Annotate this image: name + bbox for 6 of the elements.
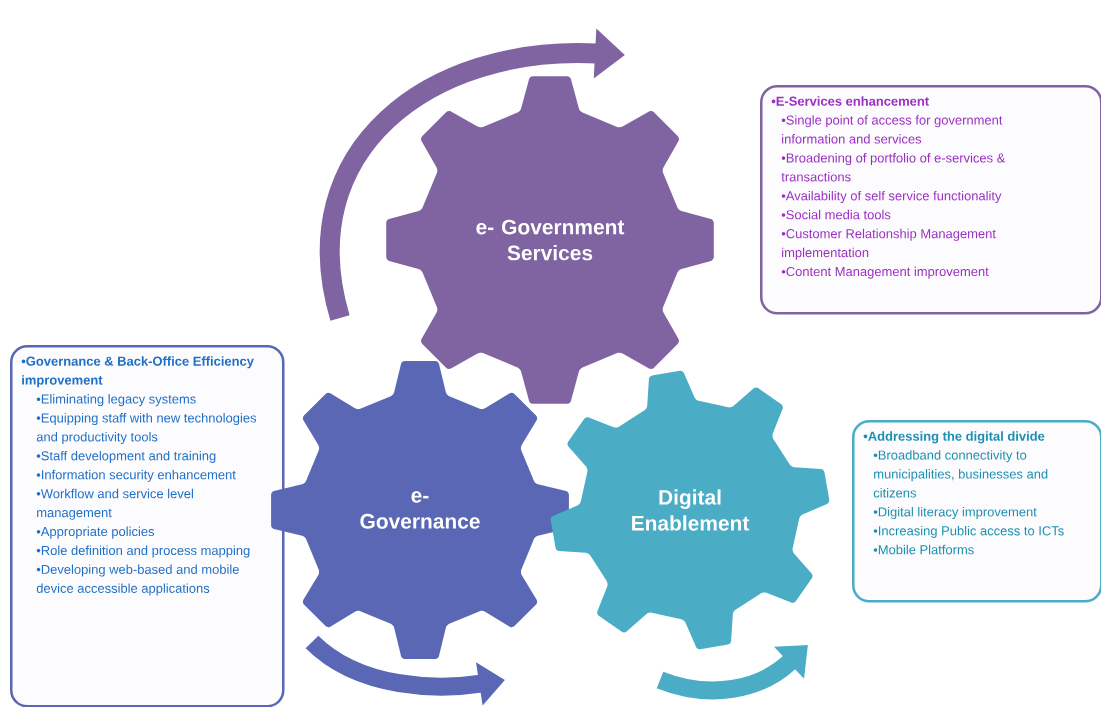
text-box: •E-Services enhancement •Single point of access for government information and services •Broadening of portfolio of e-services & transactions •Availability of self service functionality •Social media tools •Customer Relationship Management implementation •Content Management improvement [760, 85, 1101, 315]
gear: Digital Enablement [550, 370, 830, 650]
text-box: •Addressing the digital divide •Broadband connectivity to municipalities, businesses and citizens •Digital literacy improvement •Increasing Public access to ICTs •Mobile Platforms [852, 420, 1101, 603]
gear: e- Governance [271, 361, 569, 659]
text-box: •Governance & Back-Office Efficiency improvement •Eliminating legacy systems •Equipping staff with new technologies and productivity tools •Staff development and training •Information security enhancement •Workflow and service level management •Appropriate policies •Role definition and process mapping •Developing web-based and mobile device accessible applications [10, 345, 285, 707]
gear: e- Government Services [386, 76, 714, 404]
